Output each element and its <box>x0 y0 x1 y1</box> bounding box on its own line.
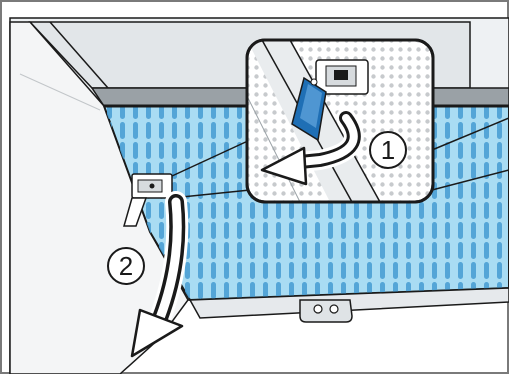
step-1-marker: 1 <box>370 132 406 168</box>
step-1-number: 1 <box>381 135 395 165</box>
filter-handle <box>300 300 352 322</box>
step-2-number: 2 <box>119 251 133 281</box>
step-2-marker: 2 <box>108 248 144 284</box>
